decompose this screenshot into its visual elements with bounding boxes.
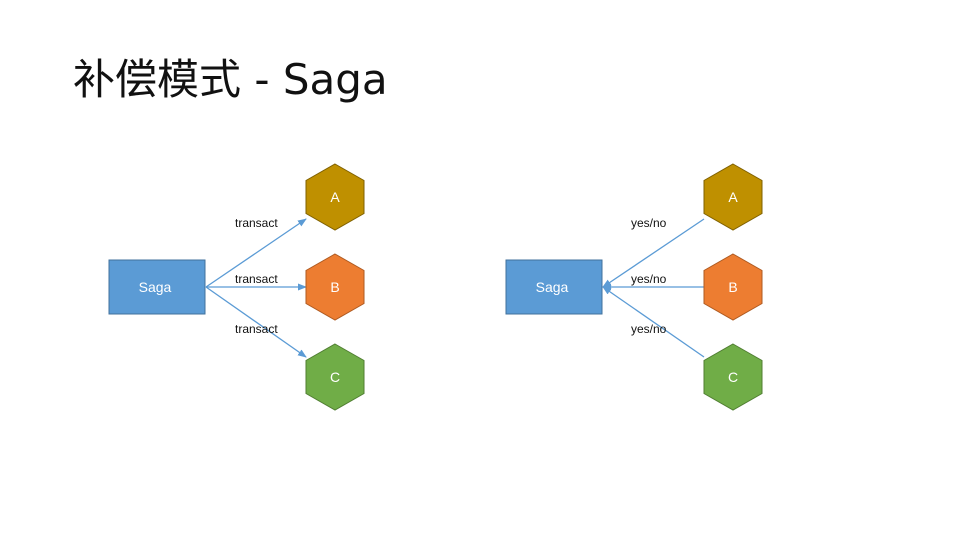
left-edge-c (205, 286, 307, 358)
left-node-a-label: A (330, 189, 340, 205)
right-edge-c (602, 286, 705, 358)
right-edge-c-label: yes/no (631, 322, 667, 336)
slide-title: 补偿模式 - Saga (73, 55, 388, 104)
right-diagram: Saga A B C yes/no yes/no yes/no (505, 163, 763, 411)
left-node-a (305, 163, 365, 231)
left-diagram: Saga A B C transact transact transact (108, 163, 365, 411)
right-node-c-label: C (728, 369, 738, 385)
right-edge-b-label: yes/no (631, 272, 667, 286)
right-edge-a (602, 218, 705, 288)
right-edge-a-label: yes/no (631, 216, 667, 230)
left-saga-box (108, 259, 206, 315)
left-node-b (305, 253, 365, 321)
left-edge-a (205, 218, 307, 288)
left-node-b-label: B (330, 279, 339, 295)
right-saga-box (505, 259, 603, 315)
left-edge-c-label: transact (235, 322, 278, 336)
left-node-c-label: C (330, 369, 340, 385)
right-node-b (703, 253, 763, 321)
left-saga-label: Saga (139, 279, 172, 295)
left-node-c (305, 343, 365, 411)
left-edge-a-label: transact (235, 216, 278, 230)
right-node-a (703, 163, 763, 231)
right-saga-label: Saga (536, 279, 569, 295)
right-node-a-label: A (728, 189, 738, 205)
right-node-c (703, 343, 763, 411)
left-edge-b-label: transact (235, 272, 278, 286)
right-node-b-label: B (728, 279, 737, 295)
